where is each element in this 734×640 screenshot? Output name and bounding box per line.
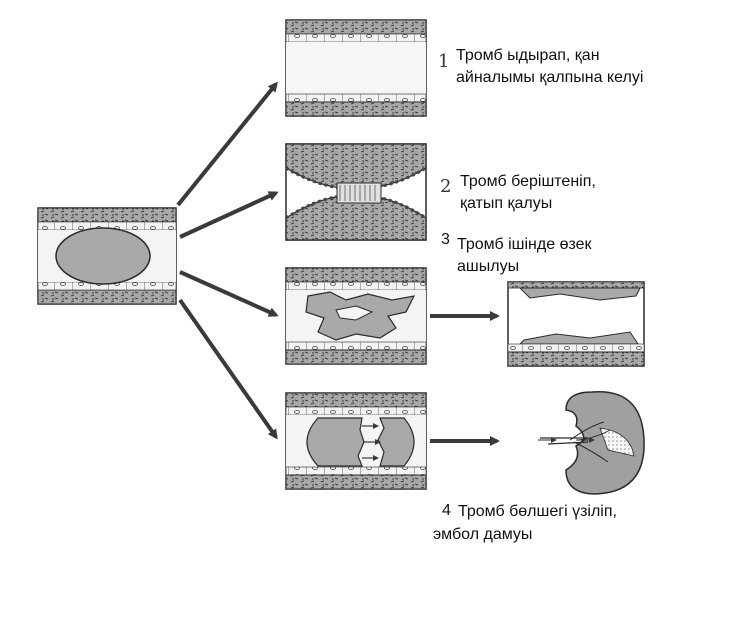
outcome-2-line2: қатып қалуы: [460, 195, 553, 212]
thrombus: [55, 227, 151, 285]
outcome-3-line2: ашылуы: [457, 258, 520, 275]
embolus-fragment: [377, 417, 415, 467]
thrombus-remnant: [306, 417, 365, 467]
arrow-to-outcome-1: [176, 81, 278, 207]
outcome-2-line1: Тромб беріштеніп,: [460, 173, 596, 190]
outcome-1-line1: Тромб ыдырап, қан: [456, 47, 600, 64]
organized-thrombus: [336, 182, 382, 204]
outcome-4-line1: Тромб бөлшегі үзіліп,: [458, 503, 617, 520]
vessel-recanalized: [507, 281, 645, 367]
outcome-4-line2: эмбол дамуы: [433, 526, 533, 543]
outcome-arrows: [176, 81, 500, 446]
vessel-outcome-1: [285, 19, 427, 117]
vessel-outcome-4: [285, 392, 427, 490]
vessel-outcome-2: [285, 143, 427, 241]
outcome-3-number: 3: [441, 231, 450, 248]
outcome-4-number: 4: [442, 502, 451, 519]
arrow-to-outcome-4: [178, 298, 278, 440]
outcome-2-number: 2: [440, 176, 452, 197]
source-vessel: [37, 207, 177, 305]
outcome-1-line2: айналымы қалпына келуі: [456, 69, 644, 86]
outcome-3-line1: Тромб ішінде өзек: [457, 236, 592, 253]
outcome-1-number: 1: [438, 51, 450, 72]
arrow-to-outcome-3: [179, 270, 279, 317]
vessel-outcome-3: [285, 267, 427, 365]
kidney-infarct: [538, 391, 645, 495]
arrow-to-outcome-2: [179, 191, 279, 239]
